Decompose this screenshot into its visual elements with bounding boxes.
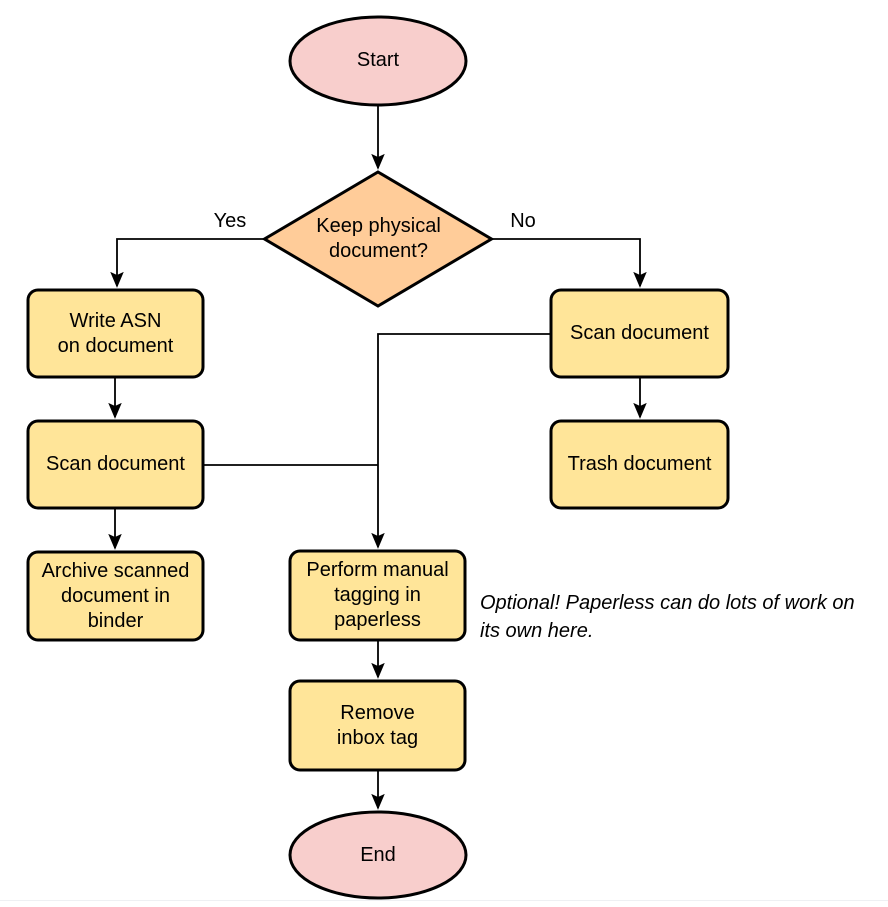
start-label: Start [356, 49, 400, 71]
edge-scan-right-to-tagging [371, 333, 551, 549]
yes-branch-label: Yes [213, 209, 247, 232]
scan-document-right-label: Scan document [570, 322, 709, 344]
remove-inbox-tag-process-shape [288, 679, 467, 772]
edge-decision-no-to-scan-right [491, 238, 647, 288]
trash-document-process-shape [549, 419, 730, 510]
remove-inbox-tag-label: Remove inbox tag [336, 701, 419, 749]
write-asn-process-shape [26, 288, 205, 379]
scan-document-left-process-shape [26, 419, 205, 510]
edge-decision-yes-to-write-asn [110, 238, 265, 288]
optional-note-text: Optional! Paperless can do lots of work … [480, 592, 855, 642]
decision-diamond-shape [261, 170, 495, 308]
scan-document-right-process-shape [549, 288, 730, 379]
manual-tagging-label: Perform manual tagging in paperless [306, 559, 449, 631]
archive-process-shape [26, 550, 205, 642]
bottom-hairline [0, 900, 888, 901]
write-asn-label: Write ASN on document [57, 309, 174, 357]
manual-tagging-process-shape [288, 549, 467, 642]
end-label: End [360, 843, 396, 866]
end-terminal-shape [288, 810, 468, 900]
connector-group [108, 104, 647, 810]
start-terminal-shape [288, 15, 468, 107]
trash-document-label: Trash document [567, 453, 712, 475]
no-branch-label: No [510, 209, 536, 232]
decision-label: Keep physical document? [316, 215, 441, 262]
archive-label: Archive scanned document in binder [41, 559, 190, 632]
scan-document-left-label: Scan document [46, 453, 185, 475]
